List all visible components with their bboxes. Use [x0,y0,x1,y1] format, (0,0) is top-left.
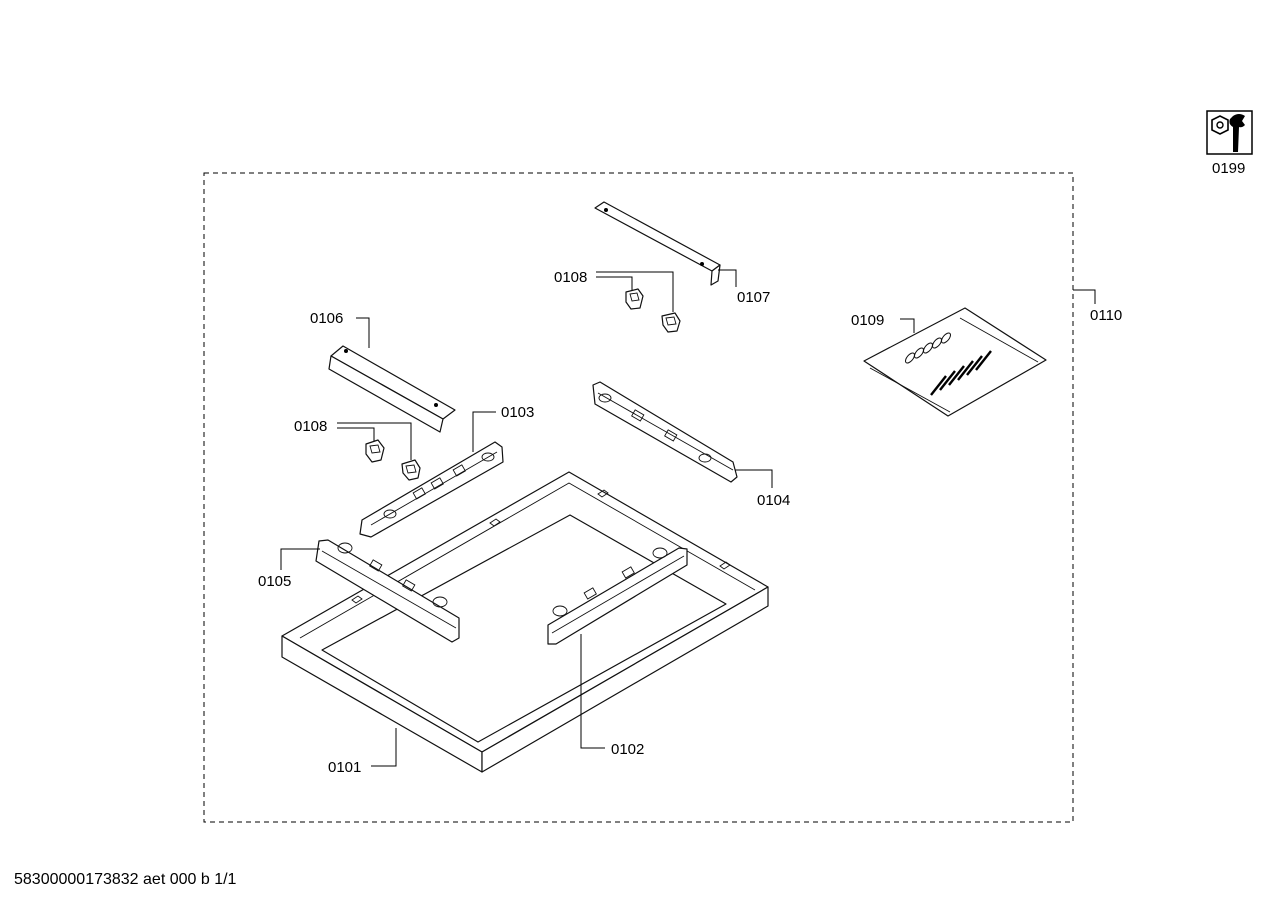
part-0104-rail[interactable] [592,381,738,483]
part-0108-clip-top-b[interactable] [661,312,681,333]
part-label-0101: 0101 [328,759,361,776]
wrench-nut-icon[interactable] [1206,110,1253,155]
part-label-0199: 0199 [1212,160,1245,177]
part-0101-frame[interactable] [281,471,769,773]
part-0106-bracket[interactable] [328,345,456,433]
part-label-0105: 0105 [258,573,291,590]
part-0108-clip-left-a[interactable] [365,439,385,463]
part-label-0109: 0109 [851,312,884,329]
part-label-0104: 0104 [757,492,790,509]
part-0108-clip-left-b[interactable] [401,459,421,481]
part-label-0102: 0102 [611,741,644,758]
part-0102-rail[interactable] [547,547,688,645]
part-0103-rail[interactable] [359,441,504,538]
part-0105-rail[interactable] [315,539,460,643]
part-0108-clip-top-a[interactable] [625,288,644,310]
document-reference: 58300000173832 aet 000 b 1/1 [14,871,237,888]
part-label-0107: 0107 [737,289,770,306]
part-label-0106: 0106 [310,310,343,327]
part-0107-bracket[interactable] [594,201,721,286]
assembly-boundary [203,172,1074,823]
part-label-0108-top: 0108 [554,269,587,286]
part-label-0110: 0110 [1090,307,1122,324]
part-label-0103: 0103 [501,404,534,421]
part-0109-screw-bag[interactable] [863,307,1047,417]
part-label-0108-left: 0108 [294,418,327,435]
